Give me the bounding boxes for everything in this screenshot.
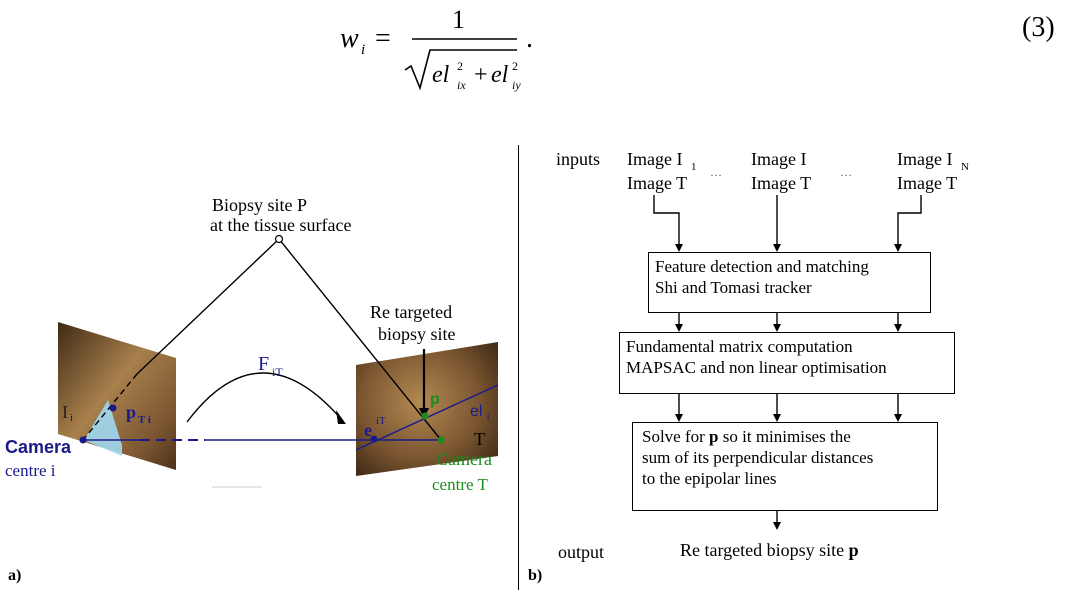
panel-b-label: b): [528, 567, 542, 584]
equation-number: (3): [1022, 12, 1055, 43]
arrowhead-b1-b2-1: [675, 324, 683, 332]
box3-line-1-post: so it minimises the: [718, 427, 851, 446]
panel-a-diagram: Biopsy site P at the tissue surface Re t…: [5, 195, 499, 584]
ray-right: [278, 238, 442, 441]
retargeted-label-1: Re targeted: [370, 302, 452, 322]
eq-equals: =: [375, 23, 391, 54]
biopsy-site-label-2: at the tissue surface: [210, 215, 351, 235]
box1-line-2: Shi and Tomasi tracker: [655, 278, 812, 297]
epiline-label: el: [470, 403, 482, 420]
output-text: Re targeted biopsy site p: [680, 540, 859, 560]
eq-period: .: [526, 23, 533, 54]
connector-col-1: [653, 195, 680, 248]
eq-term2-exp: 2: [512, 59, 518, 73]
box2-line-1: Fundamental matrix computation: [626, 337, 853, 356]
box-feature-detection: Feature detection and matching Shi and T…: [648, 252, 931, 313]
output-label: output: [558, 542, 604, 562]
box3-line-2: sum of its perpendicular distances: [642, 448, 874, 467]
output-text-plain: Re targeted biopsy site: [680, 540, 849, 560]
left-image-plane: [58, 322, 176, 470]
ray-left-solid: [136, 238, 280, 375]
input-col-3-line-2: Image T: [897, 173, 957, 193]
box-solve-p: Solve for p so it minimises the sum of i…: [632, 422, 938, 511]
arrowhead-b1-b2-2: [773, 324, 781, 332]
input-col-2-line-2: Image T: [751, 173, 811, 193]
box3-line-1: Solve for p so it minimises the: [642, 426, 931, 447]
epipole-sup: iT: [376, 415, 386, 427]
fundamental-sub: iT: [272, 365, 283, 379]
input-col-1-line-2: Image T: [627, 173, 687, 193]
eq-lhs-var: w: [340, 23, 359, 54]
point-p-ti: [109, 404, 117, 412]
image-i-label: I: [62, 402, 68, 422]
eq-sqrt-sign: [404, 49, 517, 91]
input-col-3-sub: N: [961, 161, 969, 173]
arrowhead-col-3: [894, 244, 902, 252]
panel-divider: [518, 145, 519, 590]
left-image-highlight: [84, 400, 122, 456]
box3-p: p: [709, 427, 719, 446]
box2-line-2: MAPSAC and non linear optimisation: [626, 358, 887, 377]
biopsy-site-label-1: Biopsy site P: [212, 195, 307, 215]
box1-line-1: Feature detection and matching: [655, 257, 869, 276]
panel-a-label: a): [8, 567, 21, 584]
eq-term1: el: [432, 62, 450, 88]
biopsy-site-point: [274, 234, 284, 244]
equation-3: w i = 1 el 2 ix + el 2 iy .: [340, 5, 533, 92]
retargeted-label-2: biopsy site: [378, 324, 456, 344]
camera-i-label-1: Camera: [5, 437, 72, 457]
input-col-3-line-1: Image I: [897, 149, 952, 169]
arrowhead-b2-b3-2: [773, 414, 781, 422]
point-p-ti-sub: T i: [138, 414, 151, 426]
eq-plus: +: [474, 62, 488, 88]
panel-b-flowchart: inputs Image I 1 Image T Image I Image T…: [528, 149, 969, 584]
camera-t-label-2: centre T: [432, 475, 488, 494]
eq-term2-sub: iy: [512, 78, 521, 92]
image-t-label: T: [474, 429, 485, 449]
arrowhead-b2-b3-3: [894, 414, 902, 422]
fundamental-label: F: [258, 353, 269, 375]
eq-term1-exp: 2: [457, 59, 463, 73]
arrowhead-col-2: [773, 244, 781, 252]
eq-term2: el: [491, 62, 509, 88]
point-p-ti-label: p: [126, 402, 136, 422]
camera-i-label-2: centre i: [5, 461, 56, 480]
inputs-label: inputs: [556, 149, 600, 169]
input-col-1-line-1: Image I: [627, 149, 682, 169]
point-p-right-label: p: [430, 391, 440, 408]
input-col-1-sub: 1: [691, 161, 697, 173]
box-fundamental-matrix: Fundamental matrix computation MAPSAC an…: [619, 332, 955, 394]
arrowhead-b1-b2-3: [894, 324, 902, 332]
output-text-p: p: [849, 540, 859, 560]
box3-line-3: to the epipolar lines: [642, 469, 777, 488]
arrowhead-b3-output: [773, 522, 781, 530]
image-i-sub: i: [70, 412, 73, 424]
eq-lhs-sub: i: [361, 42, 365, 58]
fundamental-arrowhead: [336, 410, 346, 424]
eq-numerator: 1: [452, 5, 465, 34]
camera-centre-i-point: [79, 436, 87, 444]
connector-col-3: [897, 195, 922, 248]
fundamental-arrow: [186, 372, 343, 423]
camera-centre-t-point: [437, 436, 445, 444]
camera-t-label-1: Camera: [436, 449, 492, 469]
epipole-label: e: [364, 420, 372, 440]
point-p-right: [421, 412, 429, 420]
eq-term1-sub: ix: [457, 78, 466, 92]
epiline-sub: i: [487, 412, 489, 423]
arrowhead-col-1: [675, 244, 683, 252]
input-col-2-line-1: Image I: [751, 149, 806, 169]
box3-line-1-pre: Solve for: [642, 427, 710, 446]
ellipsis-2: …: [840, 165, 852, 179]
arrowhead-b2-b3-1: [675, 414, 683, 422]
ellipsis-1: …: [710, 165, 722, 179]
